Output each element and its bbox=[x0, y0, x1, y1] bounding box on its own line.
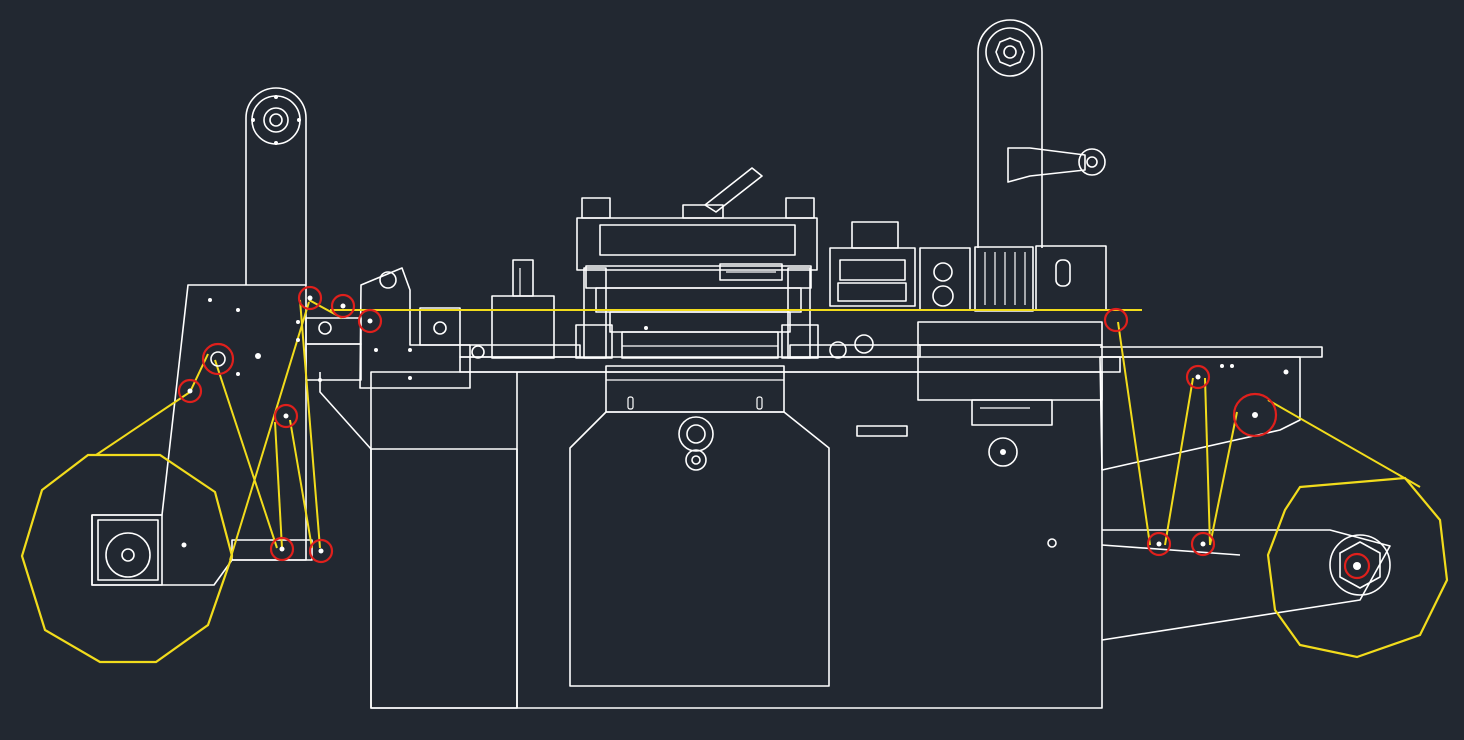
pressure-lever bbox=[704, 167, 763, 213]
idler-roller bbox=[297, 285, 323, 311]
unwind-material-roll bbox=[20, 453, 234, 664]
drive-gear-icon bbox=[678, 416, 1018, 471]
mounting-holes bbox=[181, 298, 1289, 548]
idler-roller bbox=[1146, 531, 1172, 557]
center-door-panel bbox=[569, 411, 830, 687]
idler-roller bbox=[177, 378, 203, 404]
unwind-stand bbox=[91, 87, 313, 586]
idler-roller bbox=[308, 538, 334, 564]
idler-roller bbox=[1185, 364, 1211, 390]
center-nameplate bbox=[605, 365, 785, 413]
idler-rollers bbox=[177, 285, 1278, 564]
machine-base-cabinet bbox=[319, 365, 1103, 709]
die-cutting-station bbox=[575, 167, 819, 359]
material-web-path bbox=[95, 299, 1421, 561]
unwind-shaft bbox=[97, 519, 159, 581]
idler-roller bbox=[201, 342, 235, 376]
top-deck-plate bbox=[459, 321, 1323, 426]
rewind-frame bbox=[1099, 356, 1391, 641]
slitting-module bbox=[829, 221, 1107, 359]
idler-roller bbox=[1103, 307, 1129, 333]
idler-roller bbox=[273, 403, 299, 429]
idler-roller bbox=[330, 293, 356, 319]
rewind-stand bbox=[977, 19, 1106, 248]
idler-roller bbox=[1232, 392, 1278, 438]
idler-roller bbox=[1190, 531, 1216, 557]
roller-centers bbox=[187, 295, 1258, 554]
rewind-core-icon bbox=[1343, 552, 1371, 580]
left-guide-bracket bbox=[305, 267, 471, 389]
idler-roller bbox=[357, 308, 383, 334]
idler-roller bbox=[269, 536, 295, 562]
rewind-material-roll bbox=[1266, 476, 1449, 659]
